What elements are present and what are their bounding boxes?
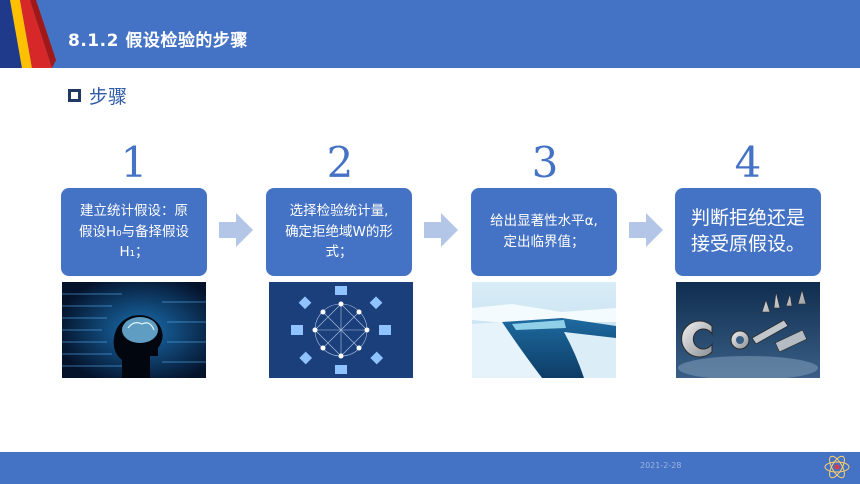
section-label: 步骤 <box>89 86 128 108</box>
square-bullet-icon <box>68 89 81 102</box>
iceberg-image <box>472 282 616 378</box>
slide-date: 2021-2-28 <box>640 461 682 470</box>
step-text-line: 定出临界值； <box>503 234 585 250</box>
step-box-3: 给出显著性水平α, 定出临界值； <box>471 188 617 276</box>
right-arrow-icon <box>424 213 458 247</box>
step-number-2: 2 <box>326 138 354 187</box>
step-text-line: 假设H₀与备择假设 <box>78 223 190 240</box>
brain-image <box>62 282 206 378</box>
step-text-line: 确定拒绝域W的形 <box>285 223 393 240</box>
step-box-4: 判断拒绝还是 接受原假设。 <box>675 188 821 276</box>
section-heading: 步骤 <box>68 82 127 109</box>
step-text-line: 给出显著性水平α, <box>490 213 598 230</box>
step-box-1: 建立统计假设：原 假设H₀与备择假设 H₁； <box>61 188 207 276</box>
step-text-line: H₁； <box>119 244 149 261</box>
header-bar <box>0 0 860 68</box>
control-image <box>676 282 820 378</box>
step-number-4: 4 <box>734 138 762 187</box>
step-text-line: 接受原假设。 <box>690 233 805 255</box>
footer-bar <box>0 452 860 484</box>
step-text-line: 选择检验统计量, <box>289 202 389 219</box>
right-arrow-icon <box>629 213 663 247</box>
step-text-line: 判断拒绝还是 <box>690 207 805 230</box>
step-number-1: 1 <box>120 138 148 187</box>
network-image <box>269 282 413 378</box>
step-number-3: 3 <box>531 138 559 187</box>
step-text-line: 建立统计假设：原 <box>79 202 188 219</box>
slide-title: 8.1.2 假设检验的步骤 <box>68 31 248 51</box>
step-box-2: 选择检验统计量, 确定拒绝域W的形 式； <box>266 188 412 276</box>
right-arrow-icon <box>219 213 253 247</box>
step-text-line: 式； <box>325 244 353 261</box>
stripes-logo-icon <box>0 0 56 68</box>
atom-logo-icon <box>822 452 852 482</box>
